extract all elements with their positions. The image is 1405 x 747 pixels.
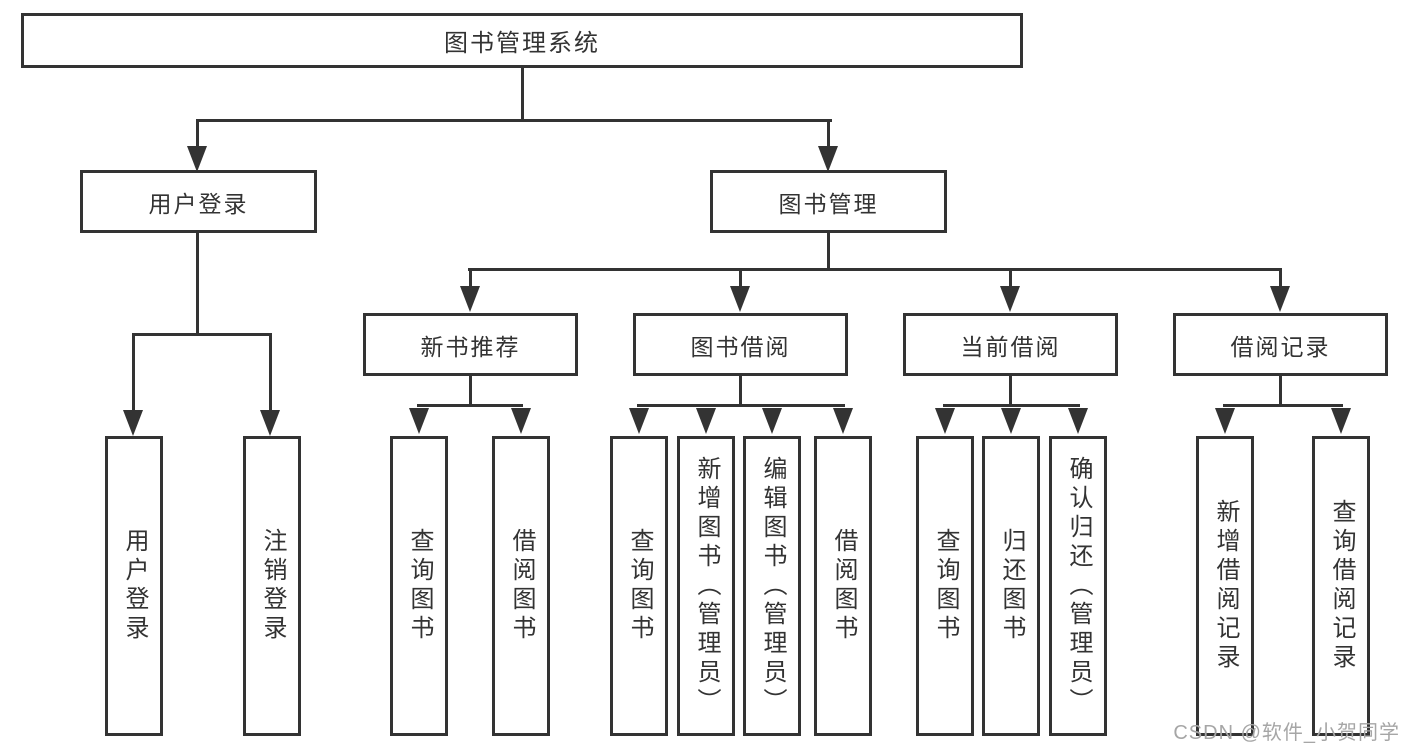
connector-line: [521, 66, 524, 122]
connector-line: [1009, 375, 1012, 406]
leaf-cb-query-books-label: 查询图书: [932, 528, 959, 644]
node-current-borrow-label: 当前借阅: [960, 333, 1061, 360]
node-current-borrow: 当前借阅: [903, 313, 1118, 376]
connector-line: [827, 233, 830, 270]
connector-line: [196, 233, 199, 335]
connector-line: [943, 404, 1080, 407]
leaf-nbr-query-books: 查询图书: [390, 436, 448, 736]
arrow-down-icon: [1001, 408, 1021, 434]
arrow-down-icon: [409, 408, 429, 434]
connector-line: [132, 333, 272, 336]
leaf-logout: 注销登录: [243, 436, 301, 736]
arrow-down-icon: [730, 286, 750, 312]
connector-line: [1279, 375, 1282, 406]
connector-line: [469, 375, 472, 406]
leaf-bb-borrow-books: 借阅图书: [814, 436, 872, 736]
connector-line: [637, 404, 845, 407]
connector-line: [417, 404, 523, 407]
leaf-bb-borrow-books-label: 借阅图书: [830, 528, 857, 644]
connector-line: [1009, 268, 1012, 288]
node-book-management-label: 图书管理: [778, 190, 879, 217]
arrow-down-icon: [1215, 408, 1235, 434]
node-user-login-label: 用户登录: [148, 190, 249, 217]
node-borrow-records-label: 借阅记录: [1230, 333, 1331, 360]
leaf-bb-edit-books-admin: 编辑图书（管理员）: [743, 436, 801, 736]
leaf-cb-return-books: 归还图书: [982, 436, 1040, 736]
arrow-down-icon: [187, 146, 207, 172]
connector-line: [269, 333, 272, 411]
leaf-bb-add-books-admin-label: 新增图书（管理员）: [693, 455, 720, 717]
leaf-user-login: 用户登录: [105, 436, 163, 736]
leaf-br-add-record-label: 新增借阅记录: [1212, 499, 1239, 673]
node-new-book-recommend-label: 新书推荐: [420, 333, 521, 360]
connector-line: [739, 268, 742, 288]
connector-line: [827, 119, 830, 150]
arrow-down-icon: [762, 408, 782, 434]
connector-line: [196, 119, 832, 122]
arrow-down-icon: [629, 408, 649, 434]
connector-line: [1279, 268, 1282, 288]
connector-line: [1223, 404, 1343, 407]
node-new-book-recommend: 新书推荐: [363, 313, 578, 376]
connector-line: [196, 119, 199, 150]
connector-line: [739, 375, 742, 406]
arrow-down-icon: [123, 410, 143, 436]
leaf-bb-edit-books-admin-label: 编辑图书（管理员）: [759, 455, 786, 717]
leaf-br-query-record-label: 查询借阅记录: [1328, 499, 1355, 673]
connector-line: [132, 333, 135, 411]
arrow-down-icon: [818, 146, 838, 172]
arrow-down-icon: [260, 410, 280, 436]
leaf-cb-return-books-label: 归还图书: [998, 528, 1025, 644]
arrow-down-icon: [511, 408, 531, 434]
watermark-text: CSDN @软件_小贺同学: [1173, 722, 1400, 744]
leaf-nbr-borrow-books: 借阅图书: [492, 436, 550, 736]
node-book-management: 图书管理: [710, 170, 947, 233]
node-book-borrow-label: 图书借阅: [690, 333, 791, 360]
connector-line: [469, 268, 472, 288]
arrow-down-icon: [1068, 408, 1088, 434]
leaf-cb-confirm-return-admin: 确认归还（管理员）: [1049, 436, 1107, 736]
arrow-down-icon: [460, 286, 480, 312]
arrow-down-icon: [833, 408, 853, 434]
node-book-borrow: 图书借阅: [633, 313, 848, 376]
leaf-bb-query-books: 查询图书: [610, 436, 668, 736]
arrow-down-icon: [1331, 408, 1351, 434]
arrow-down-icon: [1000, 286, 1020, 312]
leaf-bb-add-books-admin: 新增图书（管理员）: [677, 436, 735, 736]
leaf-bb-query-books-label: 查询图书: [626, 528, 653, 644]
node-root: 图书管理系统: [21, 13, 1023, 68]
leaf-cb-confirm-return-admin-label: 确认归还（管理员）: [1065, 455, 1092, 717]
leaf-br-query-record: 查询借阅记录: [1312, 436, 1370, 736]
arrow-down-icon: [1270, 286, 1290, 312]
arrow-down-icon: [935, 408, 955, 434]
node-user-login: 用户登录: [80, 170, 317, 233]
leaf-nbr-borrow-books-label: 借阅图书: [508, 528, 535, 644]
leaf-cb-query-books: 查询图书: [916, 436, 974, 736]
leaf-nbr-query-books-label: 查询图书: [406, 528, 433, 644]
leaf-user-login-label: 用户登录: [121, 528, 148, 644]
node-root-label: 图书管理系统: [444, 30, 600, 57]
node-borrow-records: 借阅记录: [1173, 313, 1388, 376]
arrow-down-icon: [696, 408, 716, 434]
connector-line: [468, 268, 1282, 271]
leaf-logout-label: 注销登录: [259, 528, 286, 644]
leaf-br-add-record: 新增借阅记录: [1196, 436, 1254, 736]
